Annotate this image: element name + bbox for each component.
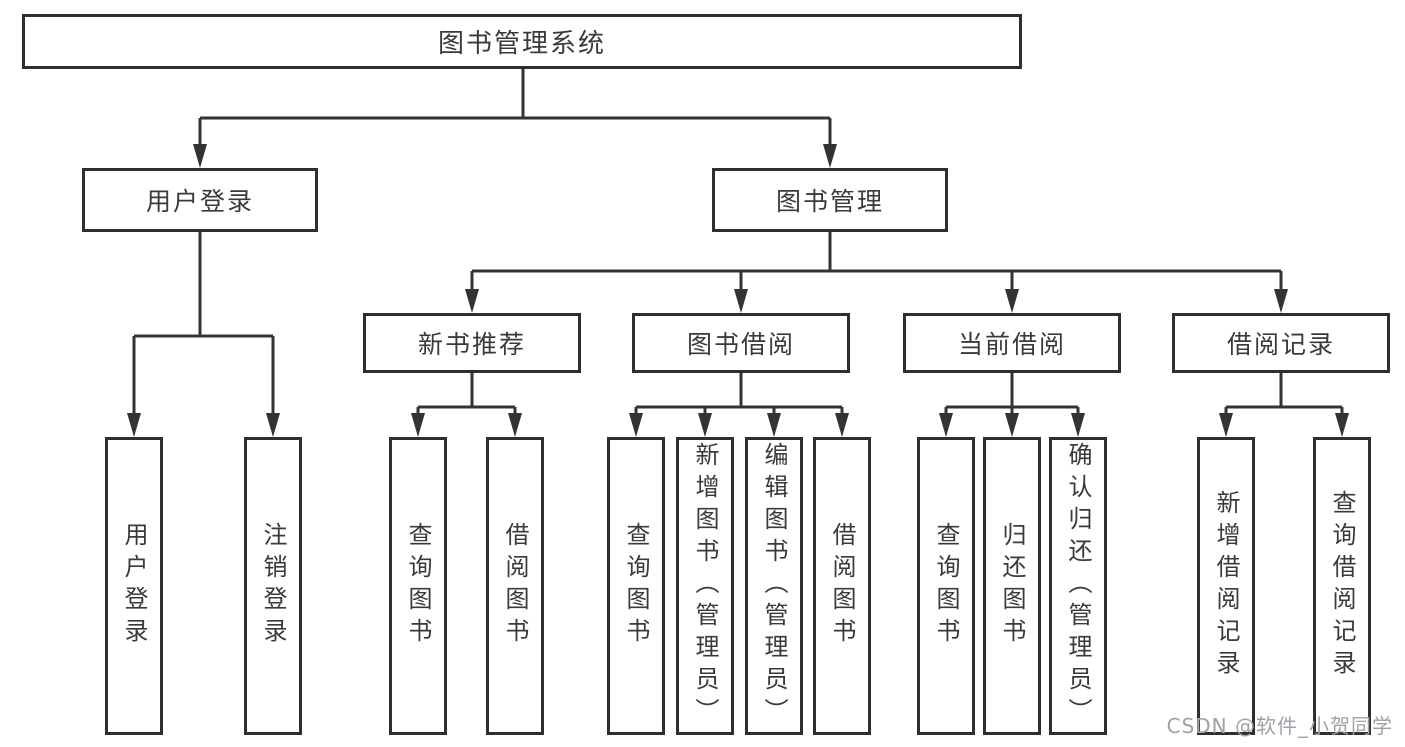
arrowhead (193, 144, 207, 168)
leaf-edit-book-admin: 编辑图书（管理员） (745, 437, 803, 735)
leaf-label: 查询借阅记录 (1328, 490, 1356, 682)
leaf-add-borrow-record: 新增借阅记录 (1197, 437, 1255, 735)
connector-current-to-leaves (944, 373, 1080, 415)
arrowhead (1335, 413, 1349, 437)
arrowhead (734, 289, 748, 313)
leaf-label: 借阅图书 (501, 522, 529, 650)
connector-recommend-to-leaves (416, 373, 517, 415)
node-user-login: 用户登录 (82, 168, 318, 232)
connector-bookmgmt-to-level3 (470, 232, 1283, 291)
leaf-query-books-borrowing: 查询图书 (607, 437, 665, 735)
node-root: 图书管理系统 (22, 14, 1022, 69)
arrowhead (1274, 289, 1288, 313)
leaf-confirm-return-admin: 确认归还（管理员） (1049, 437, 1107, 735)
leaf-return-books: 归还图书 (983, 437, 1041, 735)
arrowhead (767, 413, 781, 437)
leaf-query-borrow-record: 查询借阅记录 (1313, 437, 1371, 735)
arrowhead (465, 289, 479, 313)
leaf-label: 用户登录 (120, 522, 148, 650)
arrowhead (823, 144, 837, 168)
arrowhead (835, 413, 849, 437)
leaf-query-books-recommend: 查询图书 (389, 437, 447, 735)
arrowhead (1005, 413, 1019, 437)
leaf-logout: 注销登录 (244, 437, 302, 735)
connector-root-to-level2 (198, 69, 832, 146)
arrowhead (508, 413, 522, 437)
node-new-book-recommendation: 新书推荐 (363, 313, 581, 373)
arrowhead (127, 413, 141, 437)
leaf-label: 归还图书 (998, 522, 1026, 650)
arrowhead (939, 413, 953, 437)
leaf-label: 借阅图书 (828, 522, 856, 650)
arrowhead (411, 413, 425, 437)
leaf-label: 新增借阅记录 (1212, 490, 1240, 682)
arrowhead (698, 413, 712, 437)
leaf-borrow-books-borrowing: 借阅图书 (813, 437, 871, 735)
leaf-label: 查询图书 (932, 522, 960, 650)
leaf-label: 确认归还（管理员） (1064, 442, 1092, 730)
arrowhead (629, 413, 643, 437)
arrowhead (1219, 413, 1233, 437)
watermark: CSDN @软件_小贺同学 (1166, 714, 1393, 738)
arrowhead (1071, 413, 1085, 437)
arrowhead (1005, 289, 1019, 313)
connector-records-to-leaves (1224, 373, 1344, 415)
leaf-label: 编辑图书（管理员） (760, 442, 788, 730)
node-borrowing-records: 借阅记录 (1172, 313, 1390, 373)
leaf-label: 新增图书（管理员） (691, 442, 719, 730)
leaf-user-login: 用户登录 (105, 437, 163, 735)
leaf-add-book-admin: 新增图书（管理员） (676, 437, 734, 735)
node-book-management: 图书管理 (712, 168, 948, 232)
node-book-borrowing: 图书借阅 (632, 313, 850, 373)
node-current-borrowing: 当前借阅 (903, 313, 1121, 373)
connector-userlogin-to-leaves (132, 232, 275, 415)
leaf-query-books-current: 查询图书 (917, 437, 975, 735)
leaf-borrow-books-recommend: 借阅图书 (486, 437, 544, 735)
connector-borrowing-to-leaves (634, 373, 844, 415)
arrowhead (266, 413, 280, 437)
leaf-label: 查询图书 (404, 522, 432, 650)
leaf-label: 注销登录 (259, 522, 287, 650)
leaf-label: 查询图书 (622, 522, 650, 650)
